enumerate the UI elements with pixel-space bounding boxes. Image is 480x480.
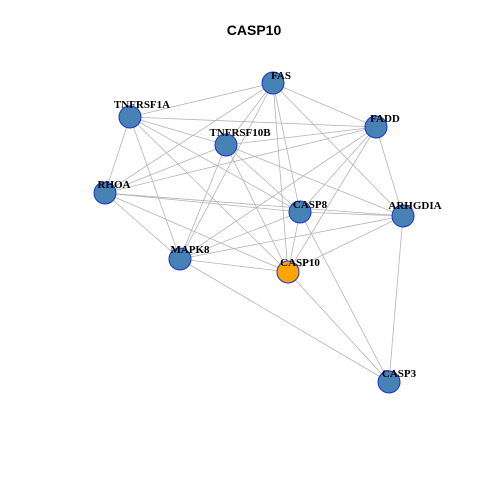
edge-casp8-casp3 [299, 211, 390, 383]
node-casp10[interactable] [276, 260, 300, 284]
edge-tnfrsf1a-casp8 [129, 116, 301, 213]
edge-fas-tnfrsf10b [225, 82, 274, 146]
edge-layer [104, 82, 404, 383]
edge-mapk8-casp3 [179, 258, 390, 383]
edge-rhoa-casp8 [104, 192, 301, 213]
node-label-rhoa: RHOA [98, 179, 131, 191]
edge-casp10-casp3 [287, 271, 390, 383]
edge-fadd-tnfrsf10b [225, 126, 377, 146]
edge-fadd-casp10 [287, 126, 377, 273]
node-label-casp3: CASP3 [382, 368, 417, 380]
node-casp8[interactable] [288, 200, 312, 224]
edge-fas-casp8 [272, 82, 301, 213]
node-fas[interactable] [261, 71, 285, 95]
node-label-fadd: FADD [370, 113, 400, 125]
edge-tnfrsf10b-rhoa [104, 144, 227, 194]
edge-fas-arhgdia [272, 82, 404, 217]
edge-fadd-casp8 [299, 126, 377, 213]
edge-rhoa-mapk8 [104, 192, 181, 260]
node-tnfrsf10b[interactable] [214, 133, 238, 157]
label-layer: FAS TNFRSF1A FADD TNFRSF10B RHOA CASP8 ARHGDIA… [98, 70, 442, 380]
node-layer [93, 71, 415, 394]
edge-fadd-arhgdia [375, 126, 404, 217]
edge-tnfrsf1a-tnfrsf10b [129, 116, 227, 146]
node-label-tnfrsf10b: TNFRSF10B [209, 127, 271, 139]
node-casp3[interactable] [377, 370, 401, 394]
node-label-tnfrsf1a: TNFRSF1A [114, 99, 170, 111]
edge-fadd-mapk8 [179, 126, 377, 260]
node-label-fas: FAS [271, 70, 291, 82]
edge-rhoa-arhgdia [104, 192, 404, 217]
edge-arhgdia-casp3 [388, 215, 404, 383]
edge-tnfrsf1a-rhoa [104, 116, 131, 194]
node-label-casp10: CASP10 [280, 257, 320, 269]
diagram-title: CASP10 [227, 22, 282, 38]
edge-rhoa-casp10 [104, 192, 289, 273]
node-rhoa[interactable] [93, 181, 117, 205]
edge-mapk8-casp10 [179, 258, 289, 273]
edge-casp8-mapk8 [179, 211, 301, 260]
edge-casp8-arhgdia [299, 211, 404, 217]
node-arhgdia[interactable] [391, 204, 415, 228]
edge-arhgdia-casp10 [287, 215, 404, 273]
node-fadd[interactable] [364, 115, 388, 139]
node-label-casp8: CASP8 [293, 199, 328, 211]
edge-fas-rhoa [104, 82, 274, 194]
edge-fadd-rhoa [104, 126, 377, 194]
edge-tnfrsf1a-mapk8 [129, 116, 181, 260]
edge-tnfrsf10b-arhgdia [225, 144, 404, 217]
node-label-mapk8: MAPK8 [170, 244, 210, 256]
node-mapk8[interactable] [168, 247, 192, 271]
edge-tnfrsf10b-mapk8 [179, 144, 227, 260]
edge-tnfrsf1a-casp10 [129, 116, 289, 273]
edge-arhgdia-mapk8 [179, 215, 404, 260]
edge-fas-tnfrsf1a [129, 82, 274, 118]
node-label-arhgdia: ARHGDIA [388, 200, 441, 212]
edge-tnfrsf1a-fadd [129, 116, 377, 128]
edge-tnfrsf10b-casp8 [225, 144, 301, 213]
node-tnfrsf1a[interactable] [118, 105, 142, 129]
edge-tnfrsf10b-casp10 [225, 144, 289, 273]
edge-fas-fadd [272, 82, 377, 128]
edge-fas-casp10 [272, 82, 289, 273]
